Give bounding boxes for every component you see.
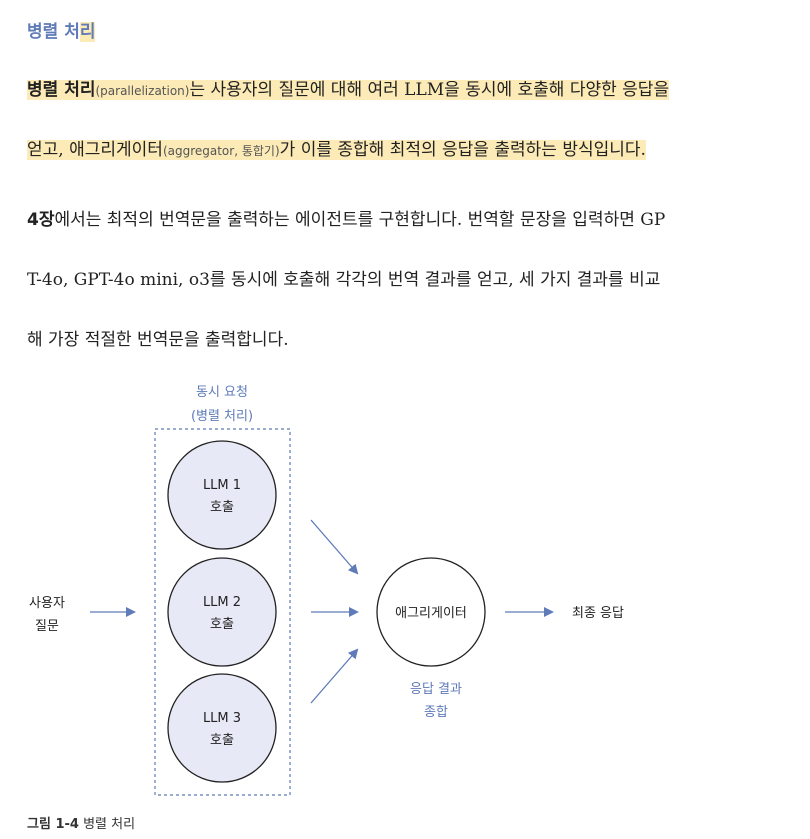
- parallel-group-box: [154, 428, 291, 796]
- aggregator-note-line-2: 종합: [424, 705, 448, 720]
- llm-3-label: LLM 3: [203, 711, 241, 726]
- aggregator-note: (aggregator, 통합기): [162, 144, 280, 158]
- term-english: (parallelization): [95, 84, 190, 98]
- aggregator-node: [376, 557, 486, 667]
- section-title: 병렬 처리: [27, 22, 96, 42]
- aggregator-label: 애그리게이터: [395, 606, 467, 621]
- arrow-llm1-to-aggregator: [310, 519, 359, 575]
- figure-caption: 그림 1-4 병렬 처리: [27, 813, 135, 832]
- paragraph-2-line-1: 4장에서는 최적의 번역문을 출력하는 에이전트를 구현합니다. 번역할 문장을…: [27, 210, 666, 230]
- output-label: 최종 응답: [572, 606, 624, 621]
- input-label-line-1: 사용자: [29, 596, 65, 611]
- figure-number: 그림 1-4: [27, 817, 79, 832]
- paragraph-2-line-3: 해 가장 적절한 번역문을 출력합니다.: [27, 330, 289, 350]
- llm-2-node: [167, 557, 277, 667]
- term-parallelization: 병렬 처리: [27, 80, 96, 100]
- paragraph-1-line-1: 병렬 처리(parallelization)는 사용자의 질문에 대해 여러 L…: [27, 80, 787, 101]
- input-label-line-2: 질문: [35, 619, 59, 634]
- group-label-line-1: 동시 요청: [196, 385, 248, 400]
- aggregator-note-line-1: 응답 결과: [410, 682, 462, 697]
- llm-1-label: LLM 1: [203, 478, 241, 493]
- llm-3-sublabel: 호출: [210, 733, 234, 748]
- llm-3-node: [167, 673, 277, 783]
- paragraph-1-line-2: 얻고, 애그리게이터(aggregator, 통합기)가 이를 종합해 최적의 …: [27, 140, 646, 160]
- arrow-llm3-to-aggregator: [310, 648, 359, 704]
- llm-2-label: LLM 2: [203, 595, 241, 610]
- chapter-ref: 4장: [27, 210, 55, 230]
- paragraph-1-line-1-text: 는 사용자의 질문에 대해 여러 LLM을 동시에 호출해 다양한 응답을: [189, 80, 670, 100]
- llm-1-sublabel: 호출: [210, 500, 234, 515]
- group-label-line-2: (병렬 처리): [191, 409, 253, 424]
- paragraph-2-line-2: T-4o, GPT-4o mini, o3를 동시에 호출해 각각의 번역 결과…: [27, 270, 661, 290]
- llm-1-node: [167, 440, 277, 550]
- figure-caption-text: 병렬 처리: [83, 817, 136, 832]
- llm-2-sublabel: 호출: [210, 617, 234, 632]
